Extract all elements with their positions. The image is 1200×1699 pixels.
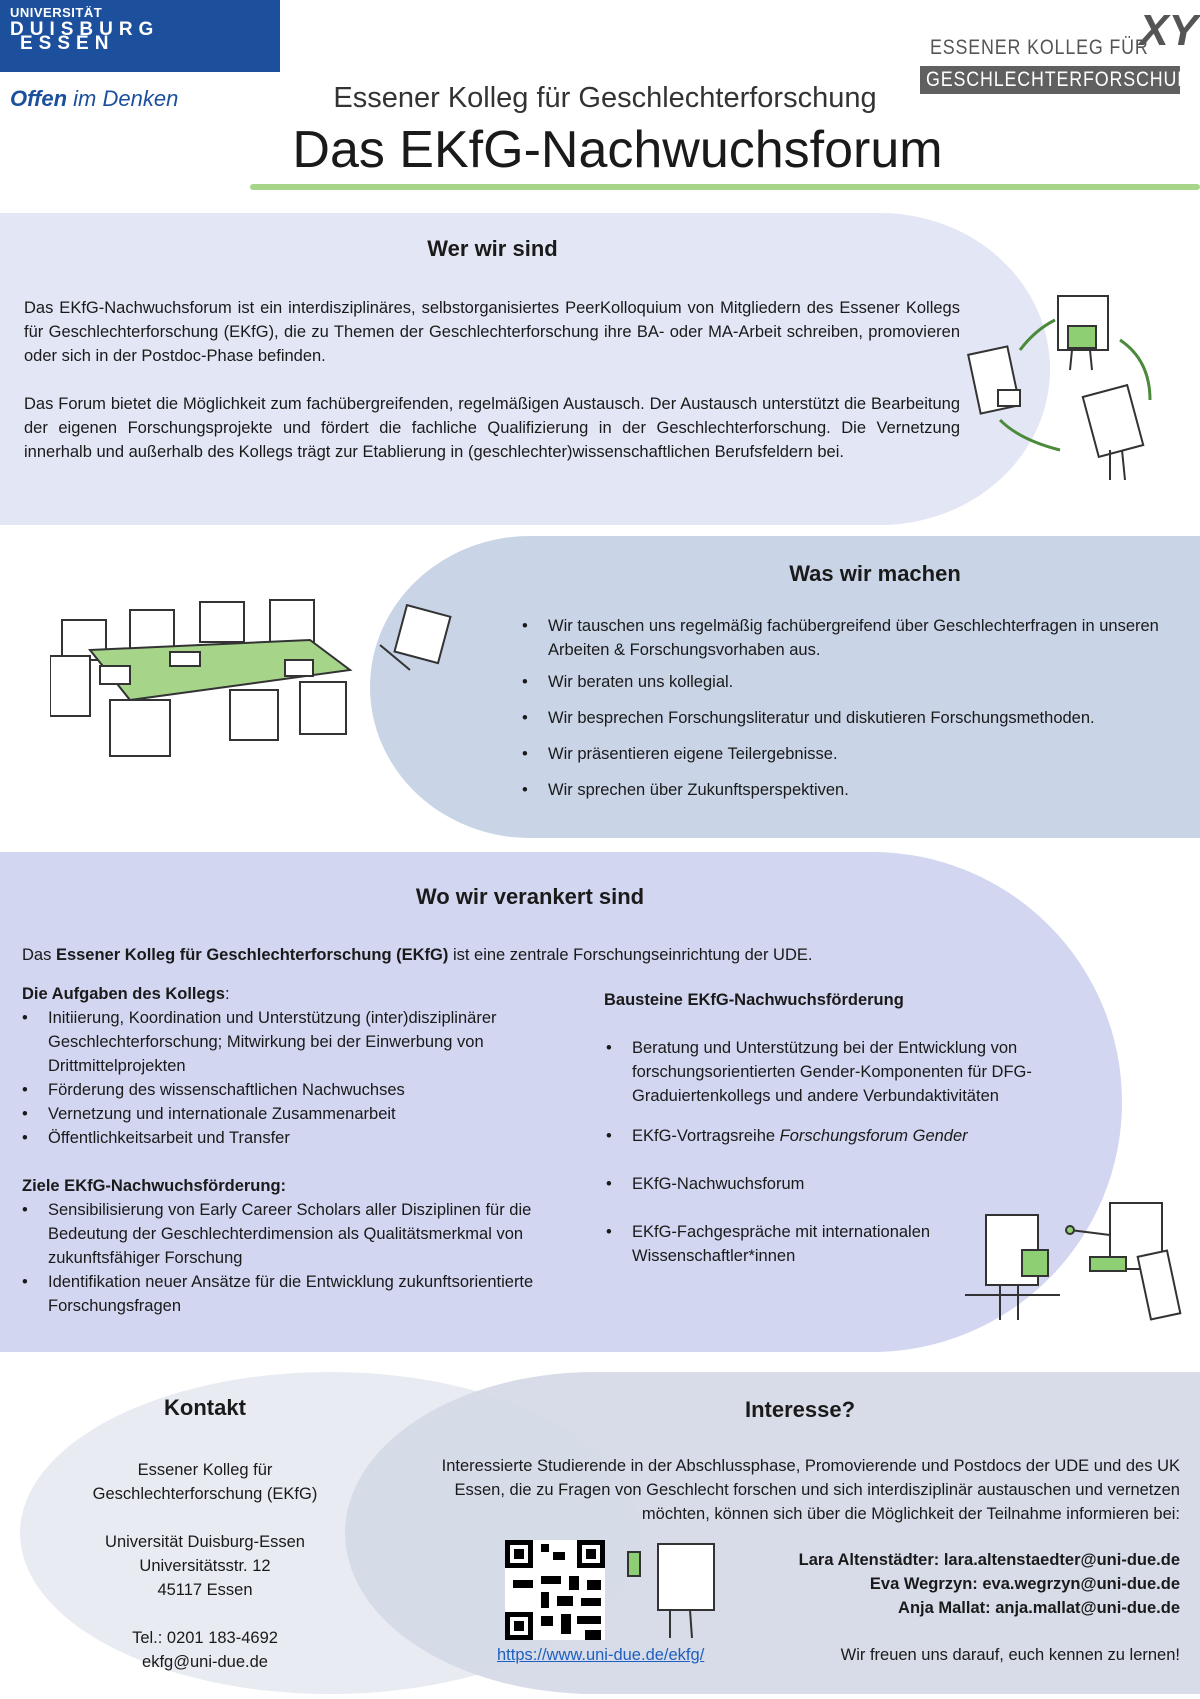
list-item: Wir tauschen uns regelmäßig fachübergrei… <box>520 614 1160 662</box>
contact-persons: Lara Altenstädter: lara.altenstaedter@un… <box>740 1548 1180 1620</box>
address-line: 45117 Essen <box>157 1581 253 1599</box>
logo-bar: GESCHLECHTERFORSCHUNG <box>920 66 1200 94</box>
activities-list: Wir tauschen uns regelmäßig fachübergrei… <box>520 614 1160 802</box>
slogan-bold: Offen <box>10 86 68 111</box>
section-heading: Wer wir sind <box>427 236 558 261</box>
qr-code-illustration <box>505 1540 715 1640</box>
address-line: Universität Duisburg-Essen <box>105 1533 305 1551</box>
list-item: EKfG-Nachwuchsforum <box>604 1172 1084 1196</box>
list-item: Identifikation neuer Ansätze für die Ent… <box>20 1270 592 1318</box>
list-item: Wir präsentieren eigene Teilergebnisse. <box>520 742 1160 766</box>
subheading: Ziele EKfG-Nachwuchsförderung: <box>22 1177 287 1195</box>
section-heading: Interesse? <box>744 1397 856 1422</box>
list-item: EKfG-Fachgespräche mit internationalen W… <box>604 1220 944 1268</box>
page-subtitle: Essener Kolleg für Geschlechterforschung <box>333 82 877 114</box>
section-heading: Kontakt <box>164 1395 246 1420</box>
paragraph: Das EKfG-Nachwuchsforum ist ein interdis… <box>24 299 960 365</box>
website-link[interactable]: https://www.uni-due.de/ekfg/ <box>497 1646 705 1664</box>
logo-text: ESSENER KOLLEG FÜR <box>930 36 1149 59</box>
section-heading: Wo wir verankert sind <box>415 884 645 909</box>
text-italic: Forschungsforum Gender <box>779 1127 968 1145</box>
page-title: Das EKfG-Nachwuchsforum <box>292 121 943 179</box>
text: ist eine zentrale Forschungseinrichtung … <box>448 946 813 964</box>
subheading: Bausteine EKfG-Nachwuchsförderung <box>604 991 904 1009</box>
contact-person[interactable]: Eva Wegrzyn: eva.wegrzyn@uni-due.de <box>869 1575 1180 1593</box>
address-line: Universitätsstr. 12 <box>139 1557 271 1575</box>
contact-person[interactable]: Lara Altenstädter: lara.altenstaedter@un… <box>798 1551 1180 1569</box>
list-item: Vernetzung und internationale Zusammenar… <box>20 1102 592 1126</box>
paragraph: Das Forum bietet die Möglichkeit zum fac… <box>24 395 960 461</box>
list-item: Sensibilisierung von Early Career Schola… <box>20 1198 592 1270</box>
list-item: Wir besprechen Forschungsliteratur und d… <box>520 706 1160 730</box>
section-interesse <box>345 1372 1200 1694</box>
ziele-list: Sensibilisierung von Early Career Schola… <box>20 1198 592 1318</box>
ekfg-logo: ESSENER KOLLEG FÜR GESCHLECHTERFORSCHUNG… <box>918 6 1200 94</box>
aufgaben-list: Initiierung, Koordination und Unterstütz… <box>20 1006 592 1150</box>
list-item: Beratung und Unterstützung bei der Entwi… <box>604 1036 1084 1108</box>
text-bold: Essener Kolleg für Geschlechterforschung… <box>55 946 449 964</box>
list-item: EKfG-Vortragsreihe Forschungsforum Gende… <box>604 1124 1084 1148</box>
logo-text: UNIVERSITÄT <box>10 5 103 20</box>
section-wer-wir-sind <box>0 213 1050 525</box>
logo-text: ESSEN <box>20 32 115 54</box>
closing-text: Wir freuen uns darauf, euch kennen zu le… <box>840 1646 1180 1664</box>
email[interactable]: ekfg@uni-due.de <box>142 1653 268 1671</box>
list-item: Öffentlichkeitsarbeit und Transfer <box>20 1126 592 1150</box>
list-item: Initiierung, Koordination und Unterstütz… <box>20 1006 592 1078</box>
slogan: Offen im Denken <box>10 86 178 112</box>
contact-person[interactable]: Anja Mallat: anja.mallat@uni-due.de <box>898 1599 1180 1617</box>
kontakt-block: Kontakt Essener Kolleg für Geschlechterf… <box>40 1396 370 1674</box>
bausteine-block: Bausteine EKfG-Nachwuchsförderung Beratu… <box>604 988 1084 1268</box>
logo-text: GESCHLECHTERFORSCHUNG <box>926 68 1200 91</box>
org-name: Geschlechterforschung (EKfG) <box>92 1485 318 1503</box>
aufgaben-block: Die Aufgaben des Kollegs: Initiierung, K… <box>22 982 592 1318</box>
text: : <box>224 985 230 1003</box>
list-item: Wir sprechen über Zukunftsperspektiven. <box>520 778 1160 802</box>
interview-illustration <box>965 1202 1182 1321</box>
list-item: Wir beraten uns kollegial. <box>520 670 1160 694</box>
phone: Tel.: 0201 183-4692 <box>132 1629 278 1647</box>
meeting-table-illustration <box>50 599 452 757</box>
text: EKfG-Vortragsreihe <box>632 1127 780 1145</box>
list-item: Förderung des wissenschaftlichen Nachwuc… <box>20 1078 592 1102</box>
text: Das <box>22 946 56 964</box>
wo-intro: Das Essener Kolleg für Geschlechterforsc… <box>22 946 812 965</box>
org-name: Essener Kolleg für <box>137 1461 273 1479</box>
logo-text: DUISBURG <box>10 18 160 40</box>
subheading: Die Aufgaben des Kollegs <box>22 985 225 1003</box>
exchange-illustration <box>967 295 1152 481</box>
xy-mark: XY <box>1139 6 1198 55</box>
ude-logo: UNIVERSITÄT DUISBURG ESSEN <box>0 0 280 72</box>
slogan-rest: im Denken <box>67 86 179 111</box>
title-divider <box>250 184 1200 190</box>
section-heading: Was wir machen <box>789 561 961 586</box>
bausteine-list: Beratung und Unterstützung bei der Entwi… <box>604 1036 1084 1268</box>
paragraph: Interessierte Studierende in der Abschlu… <box>441 1457 1180 1523</box>
